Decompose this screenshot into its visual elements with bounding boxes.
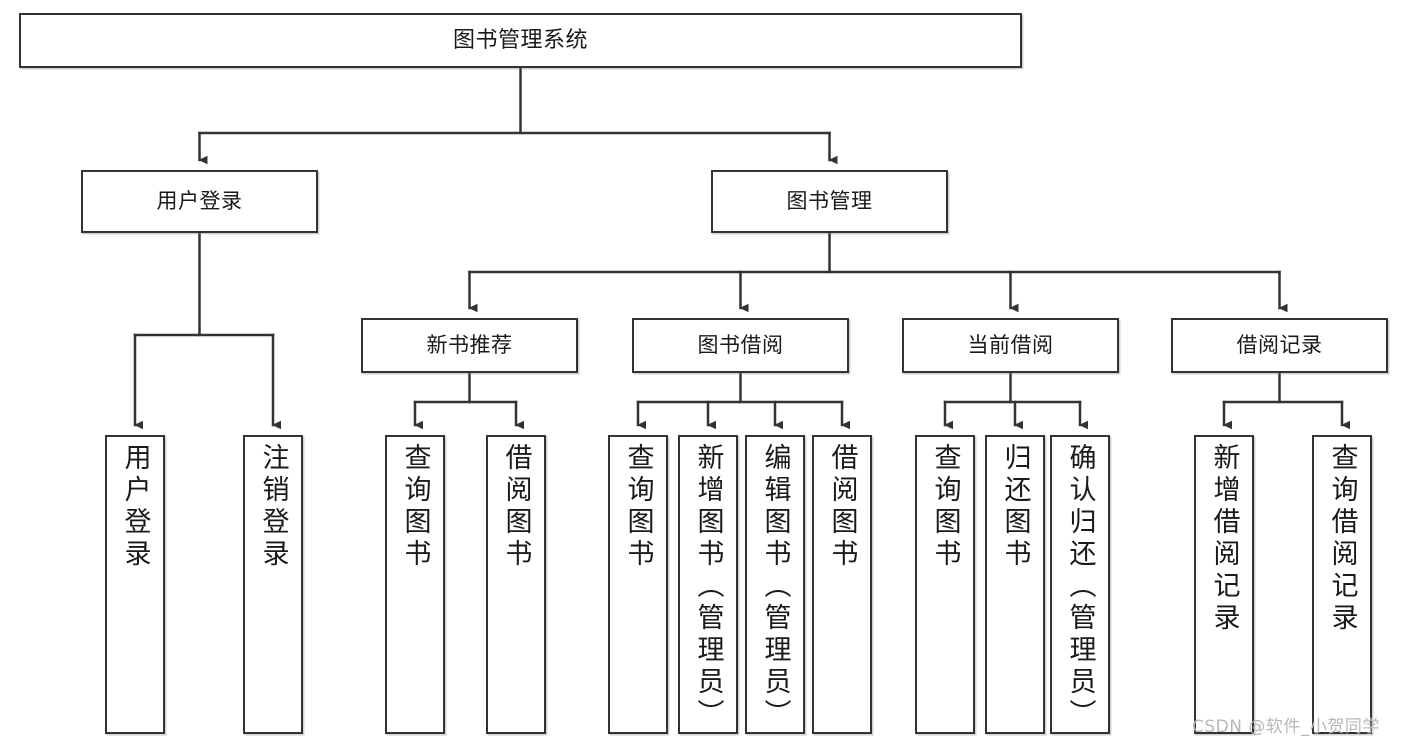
node-leaf-confirm-return: 确认归还（管理员） — [1050, 435, 1110, 734]
node-label: 借阅图书 — [826, 443, 858, 571]
node-label: 编辑图书（管理员） — [759, 443, 791, 731]
node-leaf-borrow-book-rec: 借阅图书 — [486, 435, 546, 734]
node-label: 借阅图书 — [500, 443, 532, 571]
node-label: 借阅记录 — [1236, 333, 1323, 358]
csdn-watermark: CSDN @软件_小贺同学 — [1192, 717, 1380, 737]
node-new-book-recommend: 新书推荐 — [361, 318, 578, 373]
node-leaf-borrow-book: 借阅图书 — [812, 435, 872, 734]
node-leaf-add-borrow-record: 新增借阅记录 — [1194, 435, 1254, 734]
node-leaf-user-login: 用户登录 — [105, 435, 165, 734]
node-label: 图书借阅 — [697, 333, 784, 358]
node-leaf-user-logout: 注销登录 — [243, 435, 303, 734]
node-label: 新书推荐 — [426, 333, 513, 358]
node-label: 确认归还（管理员） — [1064, 443, 1096, 731]
node-label: 查询借阅记录 — [1326, 443, 1358, 635]
node-leaf-query-book-borrow: 查询图书 — [608, 435, 668, 734]
node-label: 用户登录 — [156, 189, 243, 214]
node-leaf-add-book: 新增图书（管理员） — [678, 435, 738, 734]
node-leaf-query-borrow-record: 查询借阅记录 — [1312, 435, 1372, 734]
node-user-login: 用户登录 — [81, 170, 318, 233]
node-book-borrow: 图书借阅 — [632, 318, 849, 373]
node-label: 当前借阅 — [967, 333, 1054, 358]
node-label: 图书管理 — [786, 189, 873, 214]
node-label: 查询图书 — [399, 443, 431, 571]
node-leaf-query-book-rec: 查询图书 — [385, 435, 445, 734]
node-label: 查询图书 — [622, 443, 654, 571]
node-leaf-edit-book: 编辑图书（管理员） — [745, 435, 805, 734]
node-label: 新增借阅记录 — [1208, 443, 1240, 635]
node-label: 图书管理系统 — [452, 27, 588, 53]
node-current-borrow: 当前借阅 — [902, 318, 1119, 373]
node-root: 图书管理系统 — [19, 13, 1022, 68]
node-label: 新增图书（管理员） — [692, 443, 724, 731]
node-label: 查询图书 — [929, 443, 961, 571]
node-label: 用户登录 — [119, 443, 151, 571]
node-leaf-return-book: 归还图书 — [985, 435, 1045, 734]
node-leaf-query-book-current: 查询图书 — [915, 435, 975, 734]
node-borrow-record: 借阅记录 — [1171, 318, 1388, 373]
node-label: 归还图书 — [999, 443, 1031, 571]
node-label: 注销登录 — [257, 443, 289, 571]
node-book-management: 图书管理 — [711, 170, 948, 233]
